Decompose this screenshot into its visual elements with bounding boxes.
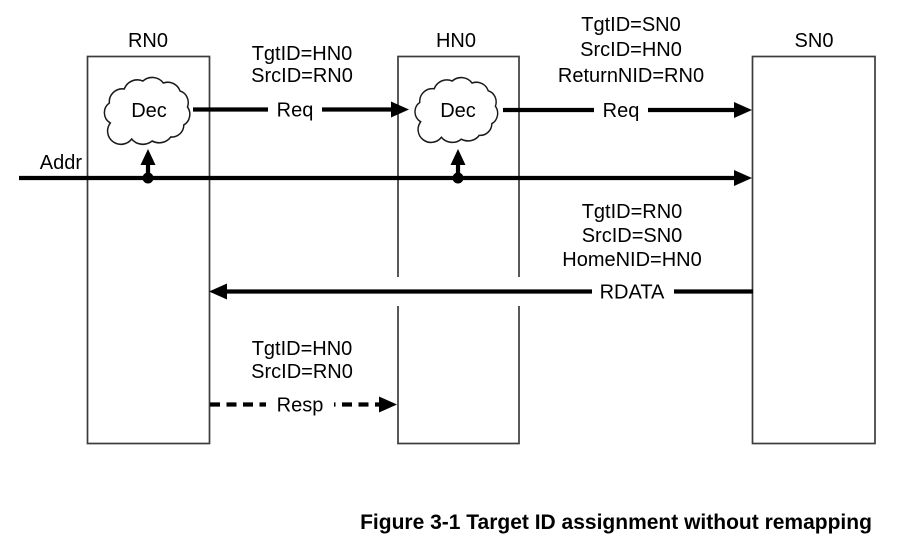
- resp-arrow-head-icon: [379, 396, 397, 413]
- req2-field-srcid: SrcID=HN0: [580, 39, 682, 61]
- addr-arrowhead-icon: [734, 170, 752, 186]
- req1-field-srcid: SrcID=RN0: [251, 65, 353, 87]
- req2-label-knockout: [594, 97, 648, 123]
- hn0-node-title: HN0: [436, 30, 476, 52]
- decoder-cloud-rn0: [103, 76, 191, 146]
- req-arrow-hn0-sn0-head-icon: [734, 102, 752, 118]
- req1-message-label: Req: [277, 100, 314, 122]
- rdata-field-homenid: HomeNID=HN0: [562, 249, 701, 271]
- figure-caption: Figure 3-1 Target ID assignment without …: [360, 511, 872, 534]
- sn0-node-box: [751, 55, 876, 445]
- decoder-cloud-hn0: [414, 76, 499, 144]
- resp-label-knockout: [266, 392, 334, 418]
- rn0-node-title: RN0: [128, 30, 168, 52]
- resp-message-label: Resp: [277, 395, 324, 417]
- resp-field-tgtid: TgtID=HN0: [252, 338, 353, 360]
- rdata-arrow-head-icon: [209, 283, 227, 300]
- decoder-label-rn0: Dec: [131, 100, 167, 122]
- req2-field-returnnid: ReturnNID=RN0: [558, 65, 704, 87]
- rdata-label-knockout: [592, 278, 674, 305]
- addr-label: Addr: [40, 152, 83, 174]
- rdata-field-srcid: SrcID=SN0: [582, 225, 683, 247]
- req1-field-tgtid: TgtID=HN0: [252, 43, 353, 65]
- rdata-field-tgtid: TgtID=RN0: [582, 201, 683, 223]
- hn0-node-box: [397, 55, 520, 445]
- req1-label-knockout: [268, 97, 322, 123]
- req2-field-tgtid: TgtID=SN0: [581, 14, 680, 36]
- req2-message-label: Req: [603, 100, 640, 122]
- resp-field-srcid: SrcID=RN0: [251, 361, 353, 383]
- decoder-label-hn0: Dec: [440, 100, 476, 122]
- sn0-node-title: SN0: [795, 30, 834, 52]
- addr-tap-arrowhead-rn0-icon: [140, 149, 156, 165]
- rn0-node-box: [86, 55, 211, 445]
- addr-tap-arrowhead-hn0-icon: [450, 149, 466, 165]
- req-arrow-rn0-hn0-head-icon: [391, 101, 409, 118]
- rdata-message-label: RDATA: [600, 282, 665, 304]
